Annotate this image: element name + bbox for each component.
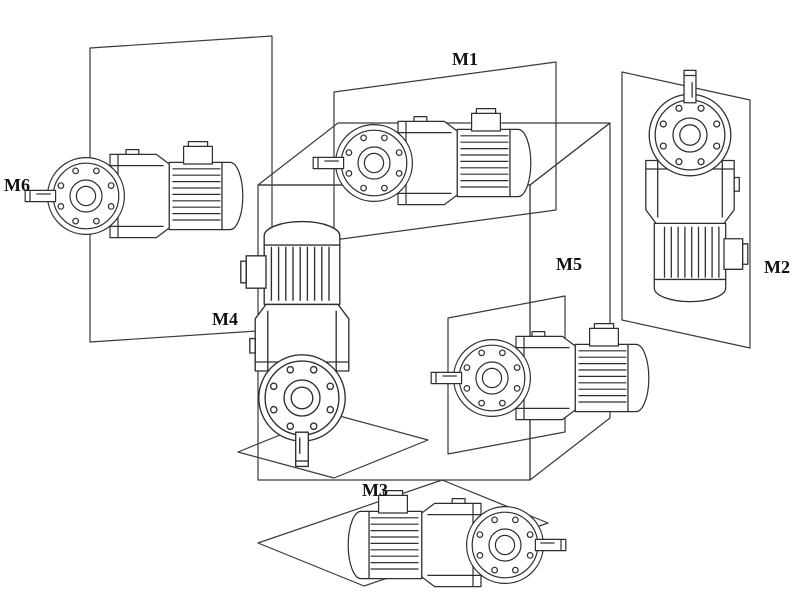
label-m3: M3 [362, 480, 388, 500]
gearmotor-m2 [645, 69, 749, 303]
label-m5: M5 [556, 254, 582, 274]
label-m4: M4 [212, 309, 238, 329]
cube-right-face [529, 122, 611, 481]
label-m2: M2 [764, 257, 790, 277]
gearmotor-m3 [347, 490, 567, 588]
gearmotor-m4 [240, 220, 350, 468]
label-m6: M6 [4, 175, 30, 195]
mounting-plane-m1 [333, 61, 557, 241]
gearmotor-m6 [24, 141, 244, 239]
mounting-plane-m2 [621, 71, 751, 349]
mounting-plane-m5 [447, 295, 566, 455]
gearmotor-m5 [430, 323, 650, 421]
label-m1: M1 [452, 49, 478, 69]
